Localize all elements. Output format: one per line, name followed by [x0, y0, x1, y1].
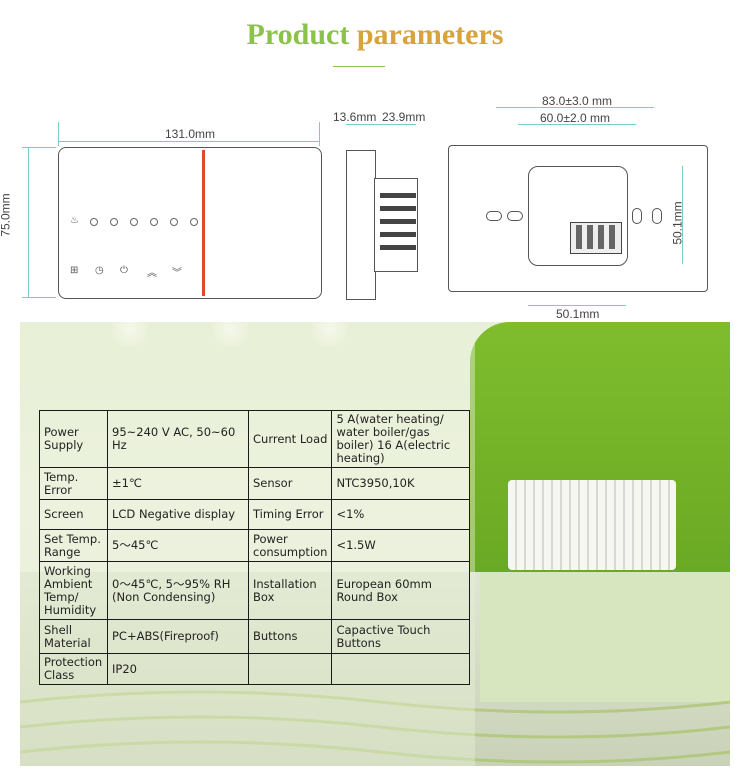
inner-span-label: 60.0±2.0 mm [540, 111, 610, 125]
side-plate [346, 150, 376, 300]
spec-key: Current Load [247, 410, 333, 468]
table-row: Working Ambient Temp/ Humidity 0～45℃, 5～… [39, 561, 471, 620]
table-row: Shell Material PC+ABS(Fireproof) Buttons… [39, 619, 471, 654]
spec-value: IP20 [107, 653, 249, 685]
spec-key: Protection Class [39, 653, 108, 685]
spec-key: Installation Box [247, 561, 333, 620]
page-title: Product parameters [0, 18, 750, 52]
table-row: Power Supply 95~240 V AC, 50~60 Hz Curre… [39, 410, 471, 468]
clock-icon: ◷ [95, 265, 104, 276]
spec-table: Power Supply 95~240 V AC, 50~60 Hz Curre… [39, 410, 471, 685]
menu-icon: ⊞ [70, 265, 79, 276]
power-icon: ⏻ [120, 265, 128, 276]
title-part-2: parameters [356, 18, 504, 51]
spec-key: Buttons [247, 619, 333, 654]
box-height-label: 50.1mm [670, 201, 685, 245]
indicator-dot [130, 218, 138, 226]
depth-back-label: 23.9mm [382, 110, 426, 124]
spec-value [331, 653, 471, 685]
table-row: Protection Class IP20 [39, 653, 471, 685]
spec-value: 5 A(water heating/ water boiler/gas boil… [331, 410, 471, 468]
red-divider [202, 150, 205, 296]
flame-icon: ♨ [70, 215, 79, 226]
spec-key: Power Supply [39, 410, 108, 468]
spec-key: Timing Error [247, 499, 333, 530]
table-row: Screen LCD Negative display Timing Error… [39, 499, 471, 530]
spec-key: Sensor [247, 467, 333, 500]
height-label: 75.0mm [0, 193, 13, 237]
down-icon: ︾ [172, 268, 182, 279]
spec-key [247, 653, 333, 685]
up-icon: ︽ [147, 268, 157, 279]
spec-key: Temp. Error [39, 467, 108, 500]
outer-span-label: 83.0±3.0 mm [542, 94, 612, 108]
spec-key: Power consumption [247, 529, 333, 562]
indicator-dot [170, 218, 178, 226]
spec-value: NTC3950,10K [331, 467, 471, 500]
indicator-dot [150, 218, 158, 226]
thermostat-front: ♨ ⊞ ◷ ⏻ ︽ ︾ [58, 147, 322, 299]
table-row: Temp. Error ±1℃ Sensor NTC3950,10K [39, 467, 471, 500]
depth-front-label: 13.6mm [333, 110, 377, 124]
floor-heating-pipes [20, 690, 730, 764]
spec-value: Capactive Touch Buttons [331, 619, 471, 654]
title-part-1: Product [246, 18, 350, 51]
box-width-label: 50.1mm [556, 307, 600, 321]
spec-value: 5～45℃ [107, 529, 249, 562]
spec-key: Set Temp. Range [39, 529, 108, 562]
spec-value: <1% [331, 499, 471, 530]
spec-value: ±1℃ [107, 467, 249, 500]
spec-value: PC+ABS(Fireproof) [107, 619, 249, 654]
width-label: 131.0mm [165, 127, 216, 141]
terminal-block [570, 222, 622, 254]
spec-value: LCD Negative display [107, 499, 249, 530]
spec-value: <1.5W [331, 529, 471, 562]
title-underline [333, 66, 385, 67]
indicator-dot [190, 218, 198, 226]
spec-value: 0～45℃, 5～95% RH (Non Condensing) [107, 561, 249, 620]
table-row: Set Temp. Range 5～45℃ Power consumption … [39, 529, 471, 562]
spec-key: Shell Material [39, 619, 108, 654]
indicator-dot [90, 218, 98, 226]
radiator [508, 480, 676, 570]
spec-key: Screen [39, 499, 108, 530]
spec-value: 95~240 V AC, 50~60 Hz [107, 410, 249, 468]
spec-value: European 60mm Round Box [331, 561, 471, 620]
indicator-dot [110, 218, 118, 226]
spec-key: Working Ambient Temp/ Humidity [39, 561, 108, 620]
